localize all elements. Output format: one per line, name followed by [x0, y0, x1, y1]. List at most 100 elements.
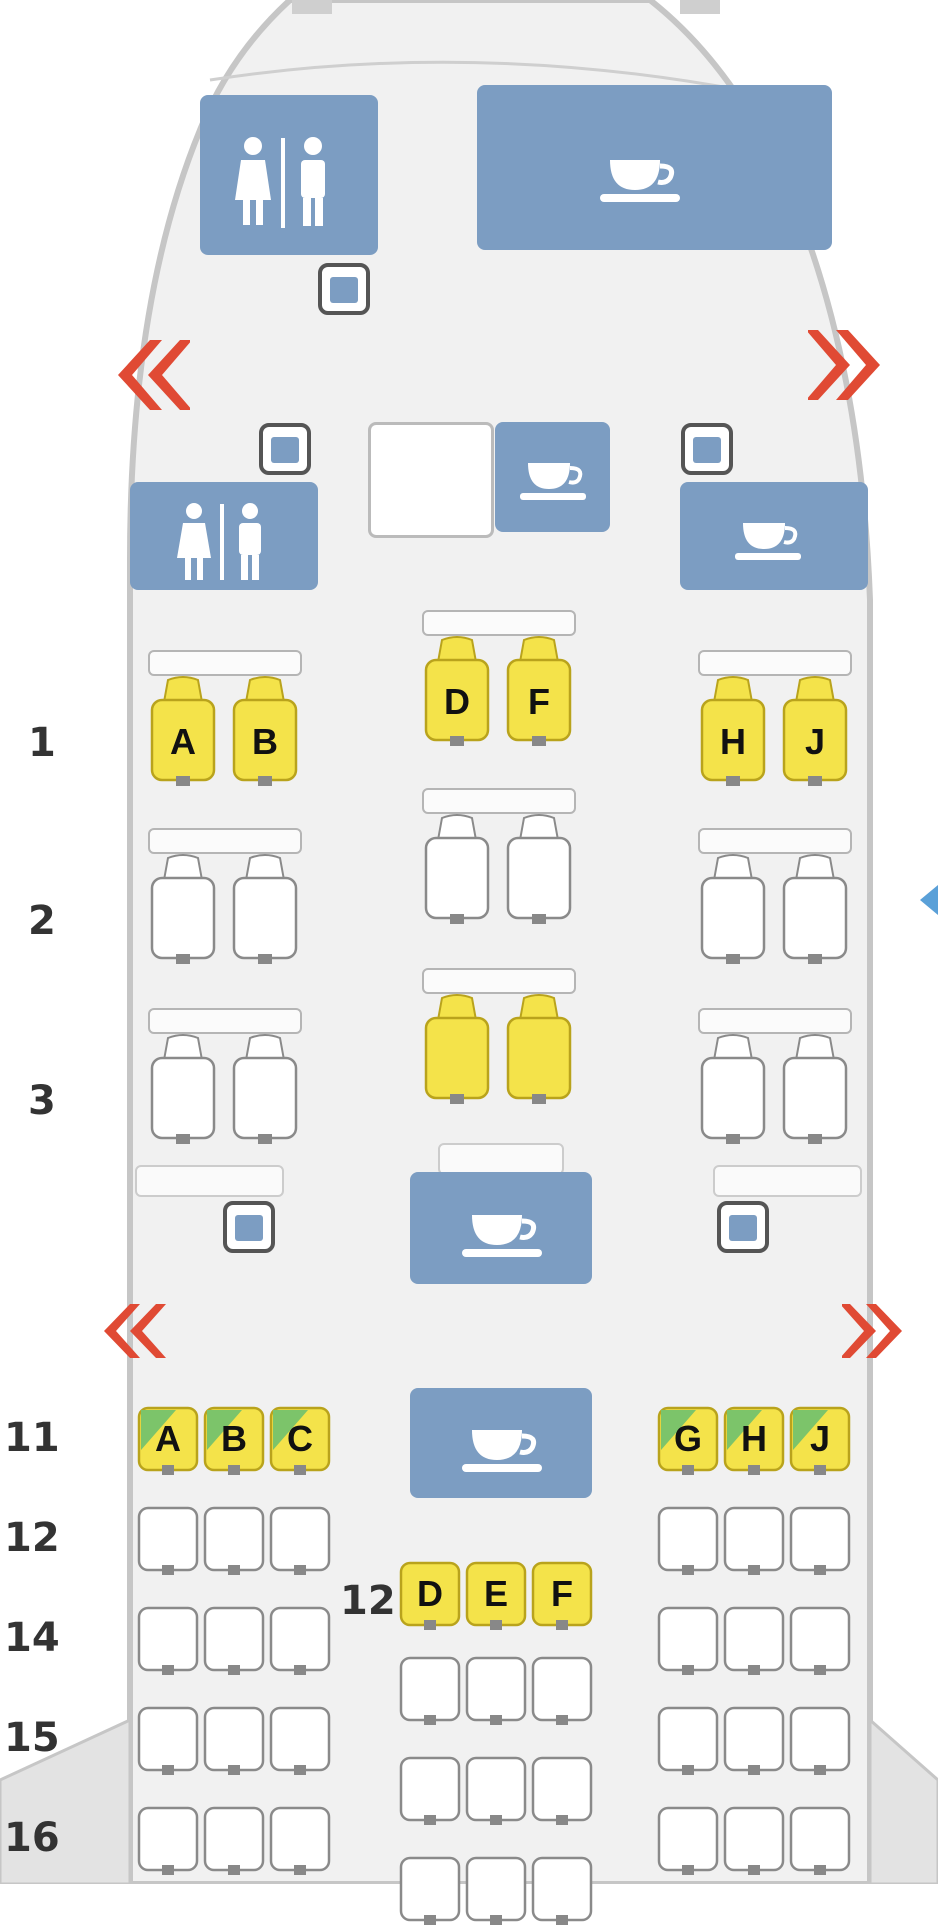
storage-closet — [368, 422, 494, 538]
seat[interactable] — [788, 1605, 852, 1679]
seat[interactable]: B — [202, 1405, 266, 1479]
seat[interactable] — [398, 1655, 462, 1729]
seat[interactable] — [268, 1705, 332, 1779]
seat-divider — [698, 1008, 852, 1034]
seat[interactable]: E — [464, 1560, 528, 1634]
seat-divider — [422, 610, 576, 636]
seat[interactable] — [202, 1605, 266, 1679]
seat-divider — [422, 968, 576, 994]
seat[interactable]: A — [136, 1405, 200, 1479]
seat[interactable] — [398, 1755, 462, 1829]
seat[interactable] — [788, 1505, 852, 1579]
seat[interactable] — [656, 1805, 720, 1879]
seat[interactable]: J — [788, 1405, 852, 1479]
seat[interactable]: H — [722, 1405, 786, 1479]
seat-divider — [698, 828, 852, 854]
seat-divider — [148, 828, 302, 854]
seat[interactable] — [136, 1605, 200, 1679]
seat[interactable]: B — [228, 672, 302, 792]
row-number: 2 — [28, 898, 56, 944]
bulkhead-center — [438, 1143, 564, 1175]
seat[interactable] — [778, 850, 852, 970]
seat[interactable] — [722, 1805, 786, 1879]
bulkhead-left — [135, 1165, 284, 1197]
galley-cup-icon — [520, 463, 586, 500]
seat[interactable] — [696, 850, 770, 970]
seat[interactable] — [464, 1655, 528, 1729]
seat[interactable] — [146, 850, 220, 970]
seat[interactable] — [228, 850, 302, 970]
seat[interactable]: D — [420, 632, 494, 752]
seat[interactable] — [722, 1605, 786, 1679]
seat-letter: H — [720, 721, 746, 762]
seat-letter: B — [221, 1418, 247, 1459]
seat[interactable] — [202, 1705, 266, 1779]
row-number: 3 — [28, 1078, 56, 1124]
seat[interactable] — [722, 1705, 786, 1779]
seat[interactable] — [420, 990, 494, 1110]
seat[interactable] — [722, 1505, 786, 1579]
seat-divider — [422, 788, 576, 814]
seat[interactable] — [530, 1855, 594, 1929]
seat[interactable] — [136, 1705, 200, 1779]
seat[interactable] — [656, 1605, 720, 1679]
row-number: 15 — [4, 1715, 60, 1761]
seat[interactable] — [530, 1655, 594, 1729]
trash-bin-icon — [318, 263, 370, 315]
seat[interactable] — [656, 1505, 720, 1579]
seat-letter: F — [551, 1573, 573, 1614]
seat[interactable] — [202, 1805, 266, 1879]
seat[interactable]: J — [778, 672, 852, 792]
seat[interactable]: C — [268, 1405, 332, 1479]
seat[interactable] — [202, 1505, 266, 1579]
seat[interactable]: H — [696, 672, 770, 792]
seat[interactable] — [420, 810, 494, 930]
row-number: 16 — [4, 1815, 60, 1861]
seat[interactable] — [502, 990, 576, 1110]
seat[interactable] — [136, 1805, 200, 1879]
seat[interactable] — [788, 1705, 852, 1779]
seat-letter: E — [484, 1573, 508, 1614]
trash-bin-icon — [259, 423, 311, 475]
seat[interactable] — [778, 1030, 852, 1150]
seat[interactable] — [146, 1030, 220, 1150]
seat-divider — [148, 1008, 302, 1034]
seat[interactable] — [136, 1505, 200, 1579]
seat-letter: J — [810, 1418, 830, 1459]
row-number: 1 — [28, 720, 56, 766]
lavatory-top — [200, 95, 378, 255]
seat[interactable]: F — [502, 632, 576, 752]
exit-right-chevron-icon — [808, 330, 880, 400]
seat-divider — [148, 650, 302, 676]
seat[interactable] — [502, 810, 576, 930]
trash-bin-icon — [681, 423, 733, 475]
galley-cup-icon — [600, 160, 680, 202]
seat[interactable]: G — [656, 1405, 720, 1479]
row-number: 12 — [4, 1515, 60, 1561]
galley-cup-icon — [735, 523, 801, 560]
seat[interactable] — [464, 1755, 528, 1829]
arrow-indicator-icon — [920, 885, 938, 915]
seat[interactable]: F — [530, 1560, 594, 1634]
seat[interactable] — [268, 1605, 332, 1679]
seat-letter: H — [741, 1418, 767, 1459]
seat[interactable] — [398, 1855, 462, 1929]
seat[interactable] — [228, 1030, 302, 1150]
bulkhead-right — [713, 1165, 862, 1197]
seat-letter: D — [417, 1573, 443, 1614]
seat[interactable] — [696, 1030, 770, 1150]
seat[interactable] — [268, 1805, 332, 1879]
seat[interactable]: D — [398, 1560, 462, 1634]
lavatory-icon — [177, 503, 261, 580]
seat[interactable] — [788, 1805, 852, 1879]
seat[interactable] — [464, 1855, 528, 1929]
trash-bin-icon — [717, 1201, 769, 1253]
seat[interactable] — [530, 1755, 594, 1829]
lavatory-icon — [235, 137, 325, 228]
galley-cup-icon — [462, 1215, 542, 1257]
row-number: 12 — [340, 1578, 396, 1624]
seat[interactable]: A — [146, 672, 220, 792]
seat[interactable] — [656, 1705, 720, 1779]
seat[interactable] — [268, 1505, 332, 1579]
